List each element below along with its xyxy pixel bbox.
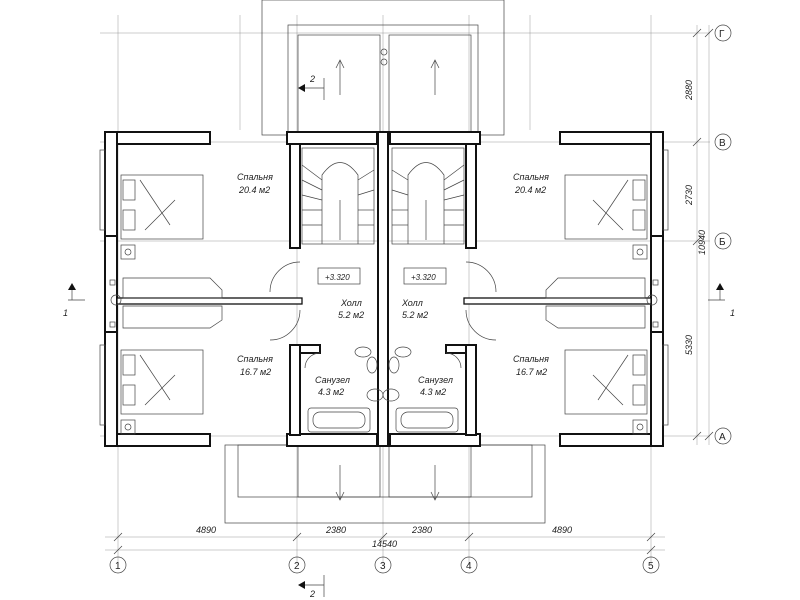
bed-top-right: [564, 174, 648, 240]
axis-number-markers: 1 2 3 4 5: [109, 556, 660, 574]
room-name: Санузел: [418, 375, 453, 385]
dim-bottom-label: 2380: [325, 525, 346, 535]
room-name: Санузел: [315, 375, 350, 385]
fixtures: [109, 244, 659, 435]
cut-label: 2: [309, 589, 315, 599]
dim-total-label: 14540: [372, 539, 397, 549]
room-area: 5.2 м2: [338, 310, 364, 320]
axis-number: 2: [294, 561, 300, 572]
room-name: Спальня: [513, 172, 549, 182]
cut-label: 2: [309, 74, 315, 84]
axis-number: 1: [115, 561, 121, 572]
room-area: 20.4 м2: [238, 185, 270, 195]
room-area: 16.7 м2: [516, 367, 547, 377]
lower-balcony: [224, 444, 546, 524]
axis-number: 4: [466, 561, 472, 572]
dim-right-label: 2880: [684, 80, 694, 101]
room-area: 4.3 м2: [420, 387, 446, 397]
level-left: +3.320: [325, 273, 350, 282]
dim-right-label: 10940: [697, 230, 707, 255]
room-name: Холл: [340, 298, 362, 308]
room-area: 16.7 м2: [240, 367, 271, 377]
interior-walls: [116, 131, 652, 447]
cut-label: 1: [730, 308, 735, 318]
dim-bottom-label: 2380: [411, 525, 432, 535]
room-area: 4.3 м2: [318, 387, 344, 397]
level-right: +3.320: [411, 273, 436, 282]
room-name: Спальня: [237, 354, 273, 364]
room-name: Спальня: [237, 172, 273, 182]
dim-right-label: 5330: [684, 335, 694, 355]
cut-label: 1: [63, 308, 68, 318]
bed-bottom-left: [120, 349, 204, 415]
dimension-chain-bottom: 4890 2380 2380 4890 14540: [105, 525, 665, 555]
bath-right: [382, 346, 459, 433]
exterior-walls: [99, 131, 669, 447]
dim-bottom-label: 4890: [552, 525, 572, 535]
dim-right-label: 2730: [684, 185, 694, 206]
staircase-right: [391, 147, 465, 245]
level-markers: +3.320 +3.320: [317, 267, 447, 285]
room-name: Холл: [401, 298, 423, 308]
staircase-left: [301, 147, 375, 245]
doors: [269, 261, 497, 369]
axis-letter: А: [719, 432, 726, 443]
axis-letter: В: [719, 138, 726, 149]
dimension-chain-right: 2880 2730 10940 5330: [684, 25, 714, 445]
room-area: 5.2 м2: [402, 310, 428, 320]
axis-letter: Г: [719, 29, 725, 40]
section-cut-markers: 1 1 2 2: [63, 74, 735, 599]
axis-number: 5: [648, 561, 654, 572]
dim-bottom-label: 4890: [196, 525, 216, 535]
bed-top-left: [120, 174, 204, 240]
room-name: Спальня: [513, 354, 549, 364]
room-labels: Спальня 20.4 м2 Спальня 20.4 м2 Спальня …: [237, 172, 549, 397]
axis-grid: [100, 15, 710, 565]
axis-letter: Б: [719, 237, 726, 248]
bed-bottom-right: [564, 349, 648, 415]
axis-number: 3: [380, 561, 386, 572]
axis-letter-markers: Г В Б А: [714, 24, 732, 445]
room-area: 20.4 м2: [514, 185, 546, 195]
